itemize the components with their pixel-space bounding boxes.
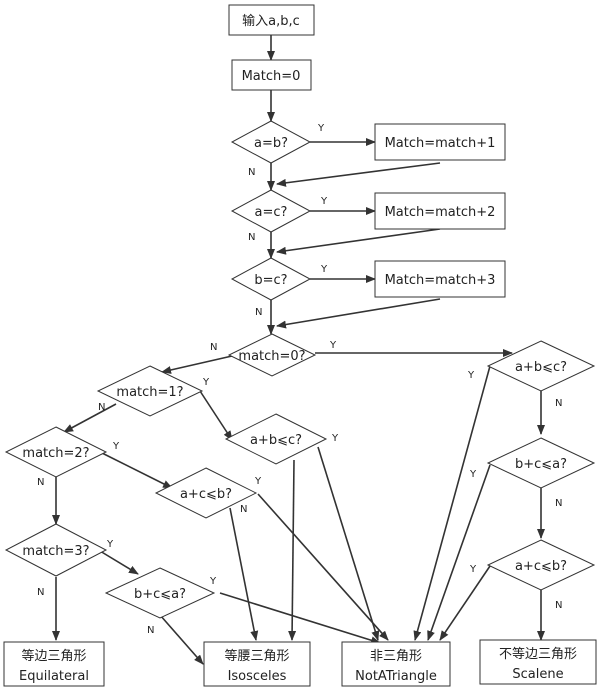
label-y-dapb: Y: [331, 433, 339, 444]
terminal-isosceles-en: Isosceles: [228, 669, 287, 684]
process-box-3: Match=match+3: [374, 260, 506, 298]
decision-apb-le-c-label: a+b⩽c?: [250, 433, 302, 448]
edge-dm1-dm2: [63, 403, 117, 433]
edge-dr3-nat: [439, 565, 491, 641]
decision-right-bpc-le-a-label: b+c⩽a?: [515, 457, 567, 472]
terminal-isosceles: 等腰三角形 Isosceles: [203, 641, 311, 687]
decision-match-2-label: match=2?: [22, 446, 89, 461]
label-y-dm1: Y: [202, 377, 210, 388]
label-n-dr2: N: [555, 498, 562, 509]
edge-p3-merge: [276, 298, 441, 329]
terminal-not-a-triangle-en: NotATriangle: [355, 669, 437, 684]
init-box: Match=0: [231, 59, 312, 91]
edge-dbpc-iso: [159, 614, 204, 665]
process-1-label: Match=match+1: [385, 136, 496, 151]
edge-dbpc-nat: [219, 592, 381, 645]
decision-apc-le-b: a+c⩽b?: [154, 467, 258, 519]
decision-right-apb-le-c-label: a+b⩽c?: [515, 360, 567, 375]
decision-bpc-le-a: b+c⩽a?: [104, 567, 216, 619]
decision-right-apb-le-c: a+b⩽c?: [486, 340, 596, 392]
terminal-not-a-triangle: 非三角形 NotATriangle: [341, 641, 451, 687]
label-y-dapc: Y: [254, 476, 262, 487]
decision-match-1: match=1?: [96, 365, 204, 417]
edge-dm3-dbpc: [99, 550, 139, 575]
decision-match-0: match=0?: [227, 333, 317, 377]
decision-right-bpc-le-a: b+c⩽a?: [486, 437, 596, 489]
edge-dm2-dapc: [99, 451, 173, 489]
decision-match-0-label: match=0?: [238, 349, 305, 364]
label-y-dac: Y: [320, 196, 328, 207]
label-n-dr3: N: [555, 600, 562, 611]
label-n-dac: N: [248, 232, 255, 243]
terminal-scalene-en: Scalene: [512, 667, 563, 682]
input-box: 输入a,b,c: [228, 4, 315, 36]
edge-dr1-nat: [413, 365, 491, 641]
label-n-dr1: N: [555, 398, 562, 409]
decision-match-3-label: match=3?: [22, 544, 89, 559]
decision-b-eq-c-label: b=c?: [254, 273, 287, 288]
label-y-dr2: Y: [469, 469, 477, 480]
edge-p1-merge: [276, 162, 441, 187]
decision-apc-le-b-label: a+c⩽b?: [180, 487, 232, 502]
decision-match-3: match=3?: [4, 523, 108, 577]
decision-apb-le-c: a+b⩽c?: [224, 413, 328, 465]
label-y-dab: Y: [317, 123, 325, 134]
label-y-dr3: Y: [469, 564, 477, 575]
edge-p2-merge: [276, 228, 441, 255]
terminal-isosceles-zh: 等腰三角形: [224, 648, 289, 664]
decision-a-eq-c: a=c?: [230, 189, 312, 233]
decision-right-apc-le-b: a+c⩽b?: [486, 539, 596, 591]
label-y-dm3: Y: [106, 539, 114, 550]
edge-dapb-iso: [288, 459, 297, 641]
process-box-2: Match=match+2: [374, 192, 506, 230]
edge-dr2-nat: [427, 464, 491, 641]
decision-bpc-le-a-label: b+c⩽a?: [134, 587, 186, 602]
init-label: Match=0: [242, 69, 301, 84]
edges: [52, 35, 545, 665]
process-3-label: Match=match+3: [385, 273, 496, 288]
edge-dapc-nat: [257, 493, 389, 641]
label-n-dm2: N: [37, 477, 44, 488]
decision-a-eq-b-label: a=b?: [254, 136, 288, 151]
label-n-dbpc: N: [147, 625, 154, 636]
edge-dapc-iso: [229, 507, 259, 641]
terminal-equilateral: 等边三角形 Equilateral: [3, 641, 105, 687]
terminal-equilateral-zh: 等边三角形: [21, 648, 86, 664]
edge-dm1-dapb: [199, 390, 233, 441]
label-y-dm0: Y: [329, 340, 337, 351]
decision-a-eq-c-label: a=c?: [255, 205, 288, 220]
label-n-dab: N: [248, 167, 255, 178]
label-y-dbpc: Y: [209, 576, 217, 587]
terminal-not-a-triangle-zh: 非三角形: [370, 649, 422, 664]
process-box-1: Match=match+1: [374, 123, 506, 161]
decision-match-2: match=2?: [4, 426, 108, 478]
terminal-equilateral-en: Equilateral: [19, 669, 89, 684]
process-2-label: Match=match+2: [385, 205, 496, 220]
terminal-scalene: 不等边三角形 Scalene: [479, 639, 597, 685]
branch-labels: Y N Y N Y N Y N Y N Y N Y Y N N Y Y N Y …: [37, 123, 562, 636]
label-n-dm0: N: [210, 342, 217, 353]
decision-b-eq-c: b=c?: [230, 257, 312, 301]
edge-dapb-nat: [317, 446, 380, 641]
label-y-dbc: Y: [320, 264, 328, 275]
input-label: 输入a,b,c: [242, 13, 300, 29]
label-y-dm2: Y: [112, 441, 120, 452]
label-n-dm3: N: [37, 587, 44, 598]
label-n-dbc: N: [255, 307, 262, 318]
edge-dm0-dm1: [161, 355, 233, 374]
label-n-dm1: N: [98, 402, 105, 413]
label-y-dr1: Y: [467, 370, 475, 381]
terminal-scalene-zh: 不等边三角形: [499, 646, 577, 662]
decision-a-eq-b: a=b?: [230, 120, 312, 164]
decision-match-1-label: match=1?: [116, 385, 183, 400]
label-n-dapc: N: [240, 504, 247, 515]
decision-right-apc-le-b-label: a+c⩽b?: [515, 559, 567, 574]
